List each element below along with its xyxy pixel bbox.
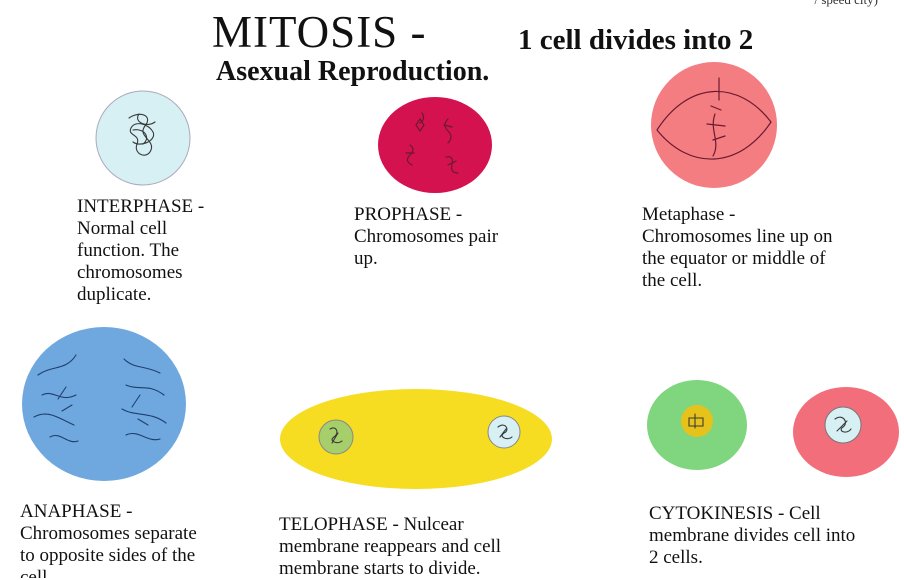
page-subtitle: 1 cell divides into 2 — [518, 24, 753, 57]
cytokinesis-cell-left — [645, 378, 749, 472]
cytokinesis-label: CYTOKINESIS - Cell membrane divides cell… — [649, 503, 904, 569]
metaphase-label: Metaphase - Chromosomes line up on the e… — [642, 204, 892, 292]
anaphase-label: ANAPHASE - Chromosomes separate to oppos… — [20, 501, 270, 578]
anaphase-membrane — [22, 327, 186, 481]
cytokinesis-left-nucleus — [681, 405, 713, 437]
anaphase-cell — [20, 325, 190, 485]
page-title-line2: Asexual Reproduction. — [216, 56, 489, 88]
interphase-membrane — [96, 91, 190, 185]
prophase-membrane — [378, 97, 492, 193]
prophase-cell — [376, 95, 494, 195]
interphase-label: INTERPHASE - Normal cell function. The c… — [77, 196, 257, 306]
cytokinesis-cell-right — [791, 385, 901, 479]
interphase-cell — [93, 88, 193, 188]
metaphase-cell — [649, 60, 779, 190]
corner-caption: / speed city) — [814, 0, 878, 8]
telophase-label: TELOPHASE - Nulcear membrane reappears a… — [279, 514, 579, 580]
prophase-label: PROPHASE - Chromosomes pair up. — [354, 204, 554, 270]
page-title: MITOSIS - — [212, 6, 426, 58]
telophase-cell — [278, 387, 554, 491]
